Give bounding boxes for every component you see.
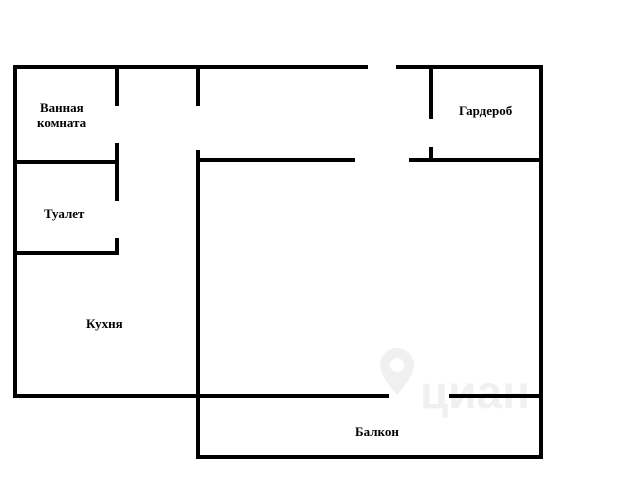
room-label-kitchen: Кухня <box>86 316 123 331</box>
watermark: циан <box>380 348 530 418</box>
room-label-bathroom: Ванная комната <box>37 100 87 130</box>
watermark-pin-icon <box>380 348 414 395</box>
room-label-wardrobe: Гардероб <box>459 103 513 118</box>
room-labels: Ванная комната Туалет Кухня Гардероб Бал… <box>37 100 513 439</box>
walls <box>13 65 543 459</box>
room-label-toilet: Туалет <box>44 206 85 221</box>
room-label-balcony: Балкон <box>355 424 399 439</box>
room-label-bathroom-line-2: комната <box>37 115 87 130</box>
room-label-bathroom-line-1: Ванная <box>40 100 84 115</box>
watermark-text: циан <box>420 366 530 418</box>
